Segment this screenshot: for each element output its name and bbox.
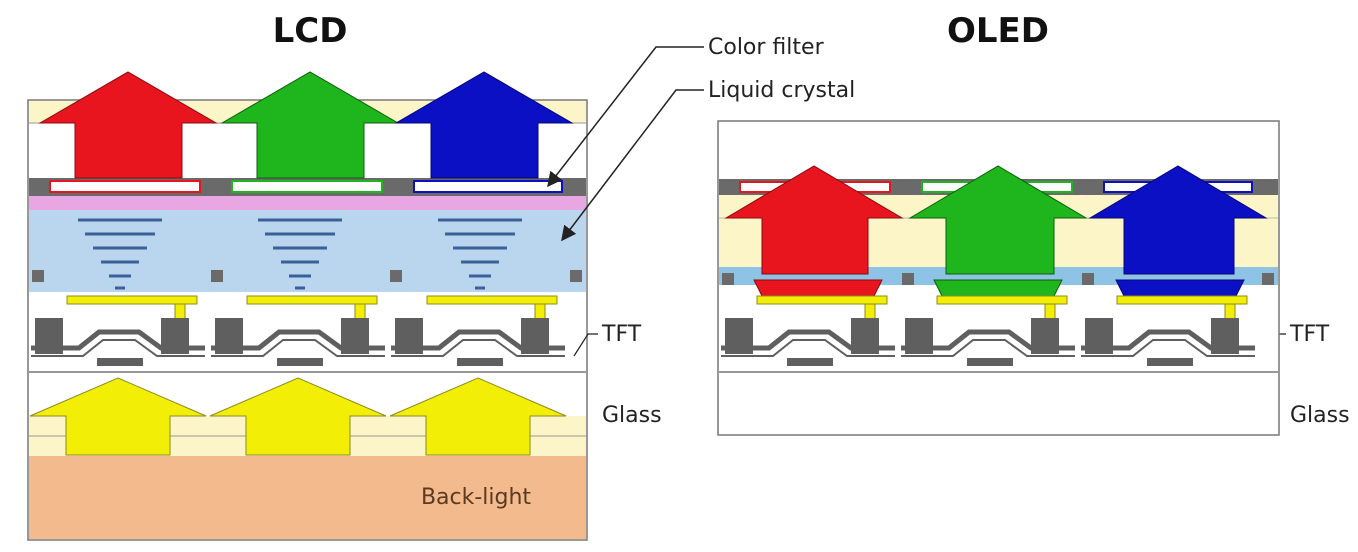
arrow-up-icon — [394, 71, 574, 179]
arrow-up-icon — [209, 377, 387, 456]
color-filter-leader — [547, 46, 704, 188]
tft-label-oled: TFT — [1289, 322, 1330, 347]
tft-leader-lcd — [573, 333, 598, 357]
lc-molecule — [109, 274, 131, 278]
lcd-backlight — [29, 456, 586, 539]
pixel-electrode — [756, 295, 888, 305]
oled-spacer — [722, 273, 734, 285]
tft-channel — [211, 339, 385, 357]
tft-gate — [1147, 358, 1193, 366]
lc-molecule — [469, 274, 491, 278]
callouts: Color filter Liquid crystal TFT Glass TF… — [547, 35, 1350, 428]
oled-green-emitter — [933, 279, 1063, 297]
electrode-via — [174, 303, 186, 321]
pixel-electrode — [66, 295, 198, 305]
arrow-up-icon — [724, 165, 904, 275]
arrow-up-icon — [1088, 165, 1268, 275]
glass-label-oled: Glass — [1290, 403, 1350, 428]
tft-insulator — [391, 329, 565, 351]
lc-molecule — [445, 232, 515, 236]
tft-insulator — [901, 329, 1075, 351]
lc-molecule — [258, 218, 342, 222]
lcd-filter-green — [231, 180, 383, 193]
oled-tft-layer — [721, 295, 1255, 366]
pixel-electrode — [1116, 295, 1248, 305]
tft-label-lcd: TFT — [601, 322, 642, 347]
color-filter-label: Color filter — [708, 35, 825, 60]
lcd-spacer — [211, 270, 223, 282]
lcd-liquid-crystal-molecules — [78, 218, 522, 290]
tft-gate — [787, 358, 833, 366]
arrow-up-icon — [38, 71, 218, 179]
lcd-filter-blue — [413, 180, 563, 193]
pixel-electrode — [246, 295, 378, 305]
lc-molecule — [281, 260, 319, 264]
arrow-up-icon — [29, 377, 207, 456]
lc-molecule — [438, 218, 522, 222]
oled-blue-emitter — [1115, 279, 1245, 297]
tft-insulator — [211, 329, 385, 351]
electrode-via — [1044, 303, 1056, 321]
glass-label-lcd: Glass — [602, 403, 662, 428]
lc-molecule — [475, 286, 485, 290]
lcd-spacer — [32, 270, 44, 282]
lcd-spacer — [390, 270, 402, 282]
electrode-via — [354, 303, 366, 321]
electrode-via — [534, 303, 546, 321]
oled-spacer — [902, 273, 914, 285]
arrow-up-icon — [389, 377, 567, 456]
lcd-panel: LCD Back-light — [27, 11, 588, 541]
tft-channel — [391, 339, 565, 357]
oled-title: OLED — [947, 11, 1049, 51]
liquid-crystal-label: Liquid crystal — [708, 78, 855, 103]
tft-insulator — [721, 329, 895, 351]
oled-red-emitter — [753, 279, 883, 297]
oled-spacer — [1082, 273, 1094, 285]
lc-molecule — [85, 232, 155, 236]
oled-spacer — [1262, 273, 1274, 285]
lcd-spacer — [570, 270, 582, 282]
tft-channel — [901, 339, 1075, 357]
electrode-via — [864, 303, 876, 321]
lc-molecule — [265, 232, 335, 236]
liquid-crystal-leader — [561, 89, 704, 242]
tft-insulator — [1081, 329, 1255, 351]
tft-gate — [457, 358, 503, 366]
lcd-tft-layer — [31, 295, 565, 366]
arrow-up-icon — [908, 165, 1088, 275]
lcd-filter-red — [49, 180, 201, 193]
oled-panel: OLED — [717, 11, 1280, 436]
lc-molecule — [78, 218, 162, 222]
lc-molecule — [273, 246, 327, 250]
tft-channel — [31, 339, 205, 357]
lc-molecule — [289, 274, 311, 278]
lc-molecule — [453, 246, 507, 250]
electrode-via — [1224, 303, 1236, 321]
lc-molecule — [101, 260, 139, 264]
lc-molecule — [461, 260, 499, 264]
lc-molecule — [115, 286, 125, 290]
tft-gate — [967, 358, 1013, 366]
tft-gate — [97, 358, 143, 366]
lc-molecule — [93, 246, 147, 250]
lcd-alignment-layer — [29, 196, 586, 210]
lcd-title: LCD — [273, 11, 348, 51]
pixel-electrode — [936, 295, 1068, 305]
pixel-electrode — [426, 295, 558, 305]
tft-gate — [277, 358, 323, 366]
lcd-liquid-crystal — [29, 210, 586, 292]
tft-channel — [1081, 339, 1255, 357]
tft-channel — [721, 339, 895, 357]
arrow-up-icon — [220, 71, 400, 179]
backlight-label: Back-light — [421, 485, 531, 510]
tft-insulator — [31, 329, 205, 351]
lc-molecule — [295, 286, 305, 290]
